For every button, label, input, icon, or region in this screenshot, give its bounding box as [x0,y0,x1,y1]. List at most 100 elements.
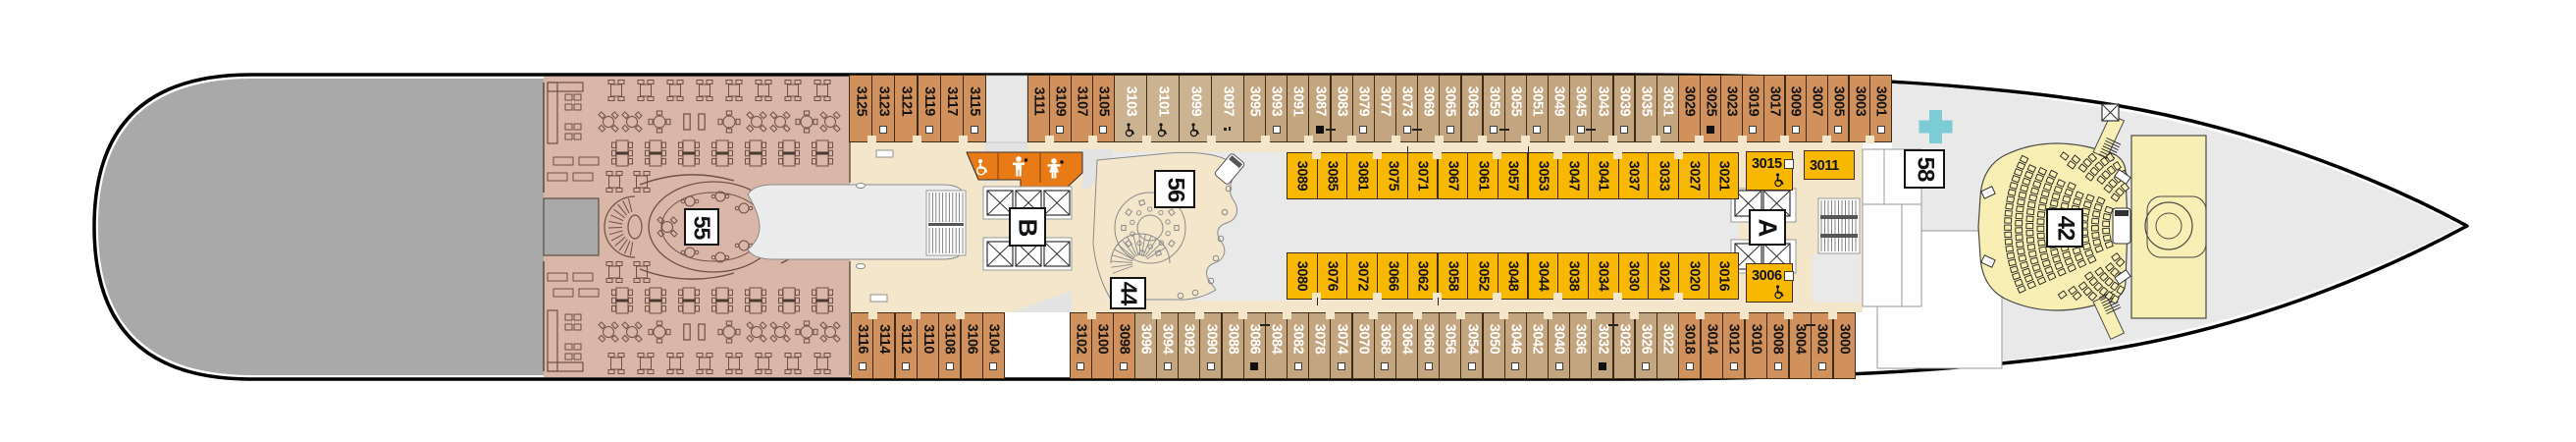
cabin-3001: 3001 [1869,75,1892,142]
cabin-3005: 3005 [1826,75,1850,142]
cabin-3061: 3061 [1467,152,1498,199]
cabin-door-notch [1303,136,1313,143]
cabin-door-notch [1151,311,1161,319]
connecting-door-tick [1259,324,1270,326]
cabin-3098: 3098 [1113,312,1135,379]
cabin-door-notch [1312,293,1322,301]
cabin-door-notch [1493,151,1502,159]
connecting-door-tick [1406,146,1409,154]
cabin-door-notch [1630,311,1640,319]
cabin-3033: 3033 [1648,152,1679,199]
connecting-door-tick [1527,146,1530,154]
cabin-door-notch [1433,151,1442,159]
cabin-door-notch [1608,136,1618,143]
venue-label-A: A [1749,209,1786,246]
cabin-3041: 3041 [1588,152,1619,199]
cabin-door-notch [1433,293,1442,301]
cabin-3021: 3021 [1708,152,1740,199]
connecting-door-tick [1806,324,1815,326]
cabin-door-notch [1194,311,1204,319]
cabin-door-notch [1780,136,1789,143]
venue-label-42: 42 [2046,208,2083,248]
cabin-door-notch [1828,311,1837,319]
connecting-door-tick [1325,129,1336,131]
cabin-door-notch [1695,136,1705,143]
cabin-3038: 3038 [1557,252,1589,300]
cabin-door-notch [1455,311,1465,319]
cabin-3066: 3066 [1377,252,1408,300]
cabin-3027: 3027 [1678,152,1709,199]
cabin-door-notch [1543,311,1552,319]
cabin-door-notch [1737,136,1747,143]
cabin-door-notch [1478,136,1488,143]
cabin-door-notch [1206,136,1216,143]
cabin-door-notch [913,136,922,143]
cabin-door-notch [1372,151,1382,159]
connecting-door-tick [1437,298,1440,305]
cabin-3052: 3052 [1467,252,1498,300]
cabin-door-notch [1493,293,1502,301]
cabin-3125: 3125 [849,75,872,142]
cabin-3080: 3080 [1287,252,1318,300]
cabin-3011: 3011 [1804,150,1855,180]
cabin-door-notch [1652,136,1661,143]
cabin-3081: 3081 [1346,152,1378,199]
cabin-door-notch [1784,311,1793,319]
cabin-3099: 3099 [1179,75,1212,142]
venue-label-B: B [1009,207,1046,247]
cabin-door-notch [867,311,877,319]
cabin-door-notch [1086,311,1096,319]
cabin-3016: 3016 [1708,252,1740,300]
cabin-door-notch [1865,136,1874,143]
cabin-door-notch [912,311,921,319]
cabin-3037: 3037 [1617,152,1650,199]
cabin-door-notch [1260,136,1270,143]
cabin-3115: 3115 [963,75,986,142]
venue-label-55: 55 [684,208,719,246]
cabin-door-notch [1564,136,1574,143]
cabin-door-notch [956,311,965,319]
cabin-door-notch [1347,136,1357,143]
cabin-door-notch [1552,293,1562,301]
cabin-3020: 3020 [1678,252,1709,300]
cabin-door-notch [1673,151,1683,159]
cabin-door-notch [1141,136,1151,143]
cabin-door-notch [1325,311,1335,319]
cabin-3119: 3119 [917,75,941,142]
cabin-3057: 3057 [1497,152,1529,199]
cabin-3024: 3024 [1648,252,1679,300]
cabin-3000: 3000 [1832,312,1856,379]
connecting-door-tick [1498,129,1509,131]
cabin-door-notch [1586,311,1596,319]
connecting-door-tick [1586,129,1597,131]
cabin-3044: 3044 [1527,252,1559,300]
cabin-3101: 3101 [1146,75,1180,142]
cabin-door-notch [1696,311,1705,319]
cabin-door-notch [1740,311,1749,319]
venue-label-56: 56 [1154,170,1195,208]
cabin-door-notch [1391,136,1400,143]
cabin-3097: 3097 [1211,75,1244,142]
cabin-door-notch [1412,311,1422,319]
cabin-door-notch [1499,311,1509,319]
cabin-3025: 3025 [1699,75,1722,142]
cabin-3053: 3053 [1527,152,1559,199]
cabin-3006: 3006 [1746,263,1794,303]
cabin-door-notch [1282,311,1291,319]
connecting-door-tick [1412,129,1423,131]
cabin-door-notch [1822,136,1832,143]
cabin-door-notch [958,136,968,143]
cabin-3117: 3117 [939,75,964,142]
cabin-door-notch [1312,151,1322,159]
cabin-3046: 3046 [1503,312,1527,379]
cabin-door-notch [1434,136,1444,143]
cabin-door-notch [867,136,876,143]
cabin-door-notch [1673,293,1683,301]
cabin-door-notch [1552,151,1562,159]
cabin-3104: 3104 [981,312,1005,379]
connecting-door-tick [1316,298,1319,305]
cabin-door-notch [1613,293,1623,301]
